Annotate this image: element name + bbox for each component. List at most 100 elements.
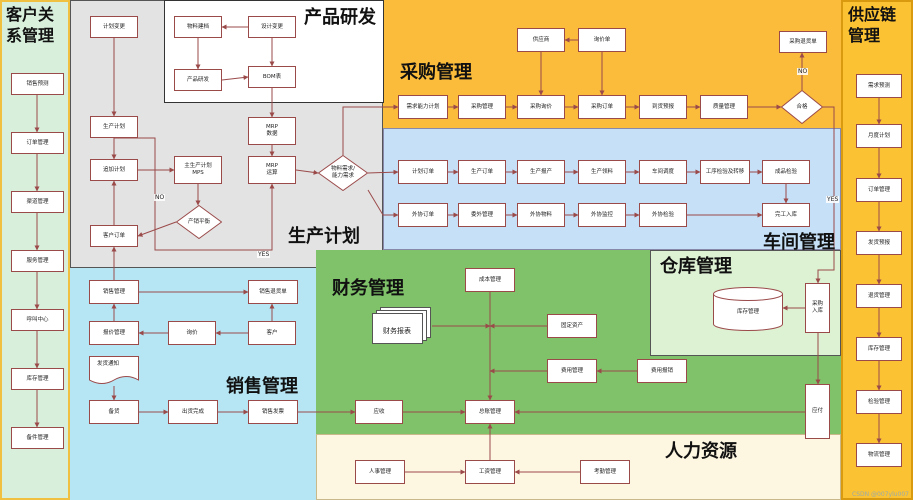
- sc-stock-management[interactable]: 库存管理: [856, 337, 902, 361]
- crm-call-center[interactable]: 呼叫中心: [11, 309, 64, 331]
- plan-production-plan[interactable]: 生产计划: [90, 116, 138, 138]
- pur-inquiry-sheet[interactable]: 询价单: [578, 28, 626, 52]
- crm-channel-management[interactable]: 渠道管理: [11, 191, 64, 213]
- decision-sales-balance-label: 产销平衡: [187, 218, 210, 225]
- hr-personnel-management[interactable]: 人事管理: [355, 460, 405, 484]
- pur-supplier[interactable]: 供应商: [517, 28, 565, 52]
- warehouse-title: 仓库管理: [660, 256, 732, 277]
- sc-return-management[interactable]: 退货管理: [856, 284, 902, 308]
- ws-outsourcing-monitor[interactable]: 外协监控: [578, 203, 626, 227]
- sales-shipping-notice[interactable]: 发货通知: [89, 356, 139, 386]
- rd-design-change[interactable]: 设计变更: [248, 16, 296, 38]
- wh-stock-database[interactable]: 库存管理: [713, 287, 783, 331]
- decision-qualified-label: 合格: [796, 103, 808, 110]
- crm-stock-management[interactable]: 库存管理: [11, 368, 64, 390]
- sales-customer[interactable]: 客户: [248, 321, 296, 345]
- crm-title: 客户关 系管理: [6, 5, 55, 45]
- fi-cost-management[interactable]: 成本管理: [465, 268, 515, 292]
- hr-title: 人力资源: [665, 441, 737, 462]
- ws-outsourcing-order[interactable]: 外协订单: [398, 203, 448, 227]
- hr-salary-management[interactable]: 工资管理: [465, 460, 515, 484]
- ws-production-report[interactable]: 生产报产: [517, 160, 565, 184]
- crm-service-management[interactable]: 服务管理: [11, 250, 64, 272]
- rd-title: 产品研发: [304, 7, 376, 28]
- region-hr: [316, 434, 841, 500]
- ws-workshop-dispatch[interactable]: 车间调度: [639, 160, 687, 184]
- pur-return-sheet[interactable]: 采购退货单: [779, 31, 827, 53]
- sc-order-management[interactable]: 订单管理: [856, 178, 902, 202]
- plan-mps[interactable]: 主生产计划 MPS: [174, 156, 222, 184]
- sales-title: 销售管理: [226, 376, 298, 397]
- finance-title: 财务管理: [332, 278, 404, 299]
- label-no-qualified: NO: [797, 68, 809, 75]
- ws-outsourcing-inspection[interactable]: 外协检验: [639, 203, 687, 227]
- pur-purchase-order[interactable]: 采购订单: [578, 95, 626, 119]
- pur-quality-management[interactable]: 质量管理: [700, 95, 748, 119]
- watermark: CSDN @007ylu007: [852, 491, 909, 498]
- purchase-title: 采购管理: [400, 62, 472, 83]
- ws-outsourcing-material[interactable]: 外协物料: [517, 203, 565, 227]
- ws-completion-warehousing[interactable]: 完工入库: [762, 203, 810, 227]
- ws-production-order[interactable]: 生产订单: [458, 160, 506, 184]
- stacked-documents-icon: [372, 307, 431, 344]
- sc-shipping-forecast[interactable]: 发货预报: [856, 231, 902, 255]
- pur-arrival-forecast[interactable]: 到货预报: [639, 95, 687, 119]
- crm-order-management[interactable]: 订单管理: [11, 132, 64, 154]
- decision-diamond-icon: [318, 155, 368, 191]
- supply-chain-title: 供应链 管理: [848, 5, 897, 45]
- planning-title: 生产计划: [288, 226, 360, 247]
- sales-management[interactable]: 销售管理: [89, 280, 139, 304]
- decision-diamond-icon: [781, 90, 823, 124]
- sc-demand-forecast[interactable]: 需求预测: [856, 74, 902, 98]
- region-workshop: [383, 128, 841, 250]
- ws-planned-order[interactable]: 计划订单: [398, 160, 448, 184]
- label-yes-qualified: YES: [826, 196, 840, 203]
- pur-capacity-plan[interactable]: 需求能力计划: [398, 95, 448, 119]
- plan-customer-order[interactable]: 客户订单: [90, 225, 138, 247]
- fi-general-ledger[interactable]: 总账管理: [465, 400, 515, 424]
- fi-accounts-receivable[interactable]: 应收: [355, 400, 403, 424]
- pur-purchase-management[interactable]: 采购管理: [458, 95, 506, 119]
- document-shape-icon: [89, 356, 139, 384]
- rd-bom-table[interactable]: BOM表: [248, 66, 296, 88]
- crm-sales-forecast[interactable]: 销售预测: [11, 73, 64, 95]
- wh-purchase-inbound[interactable]: 采购 入库: [805, 283, 830, 333]
- decision-sales-balance[interactable]: 产销平衡: [176, 205, 222, 239]
- decision-material-demand[interactable]: 物料需求/ 能力需求: [318, 155, 368, 191]
- plan-mrp-data[interactable]: MRP 数据: [248, 117, 296, 145]
- fi-expense-management[interactable]: 费用管理: [547, 359, 597, 383]
- ws-outsourcing-management[interactable]: 委外管理: [458, 203, 506, 227]
- database-cylinder-icon: [713, 287, 783, 331]
- plan-additional-plan[interactable]: 追加计划: [90, 159, 138, 181]
- crm-parts-management[interactable]: 备件管理: [11, 427, 64, 449]
- wh-accounts-payable[interactable]: 应付: [805, 384, 830, 439]
- ws-process-transfer[interactable]: 工序检验及转移: [700, 160, 750, 184]
- fi-financial-statements-label: 财务报表: [383, 326, 411, 335]
- plan-mrp-calculation[interactable]: MRP 运算: [248, 156, 296, 184]
- sc-inspection-management[interactable]: 检验管理: [856, 390, 902, 414]
- fi-expense-reimbursement[interactable]: 费用报销: [637, 359, 687, 383]
- plan-change[interactable]: 计划变更: [90, 16, 138, 38]
- wh-stock-database-label: 库存管理: [736, 308, 759, 315]
- hr-attendance-management[interactable]: 考勤管理: [580, 460, 630, 484]
- sales-shipping-notice-label: 发货通知: [97, 361, 120, 367]
- sales-return-sheet[interactable]: 销售退货单: [248, 280, 298, 304]
- sales-inquiry[interactable]: 询价: [168, 321, 216, 345]
- workshop-title: 车间管理: [763, 232, 835, 253]
- fi-financial-statements[interactable]: 财务报表: [372, 306, 432, 346]
- sales-prepare-goods[interactable]: 备货: [89, 400, 139, 424]
- rd-product-development[interactable]: 产品研发: [174, 69, 222, 91]
- ws-finished-inspection[interactable]: 成品检验: [762, 160, 810, 184]
- sales-invoice[interactable]: 销售发票: [248, 400, 298, 424]
- fi-fixed-assets[interactable]: 固定资产: [547, 314, 597, 338]
- sc-monthly-plan[interactable]: 月度计划: [856, 124, 902, 148]
- region-sales: [70, 268, 316, 500]
- ws-material-picking[interactable]: 生产领料: [578, 160, 626, 184]
- sales-quote-management[interactable]: 报价管理: [89, 321, 139, 345]
- label-yes-balance: YES: [257, 251, 271, 258]
- sc-logistics-management[interactable]: 物流管理: [856, 443, 902, 467]
- rd-material-archive[interactable]: 物料建档: [174, 16, 222, 38]
- sales-shipment-complete[interactable]: 出货完成: [168, 400, 218, 424]
- decision-qualified[interactable]: 合格: [781, 90, 823, 124]
- pur-purchase-inquiry[interactable]: 采购询价: [517, 95, 565, 119]
